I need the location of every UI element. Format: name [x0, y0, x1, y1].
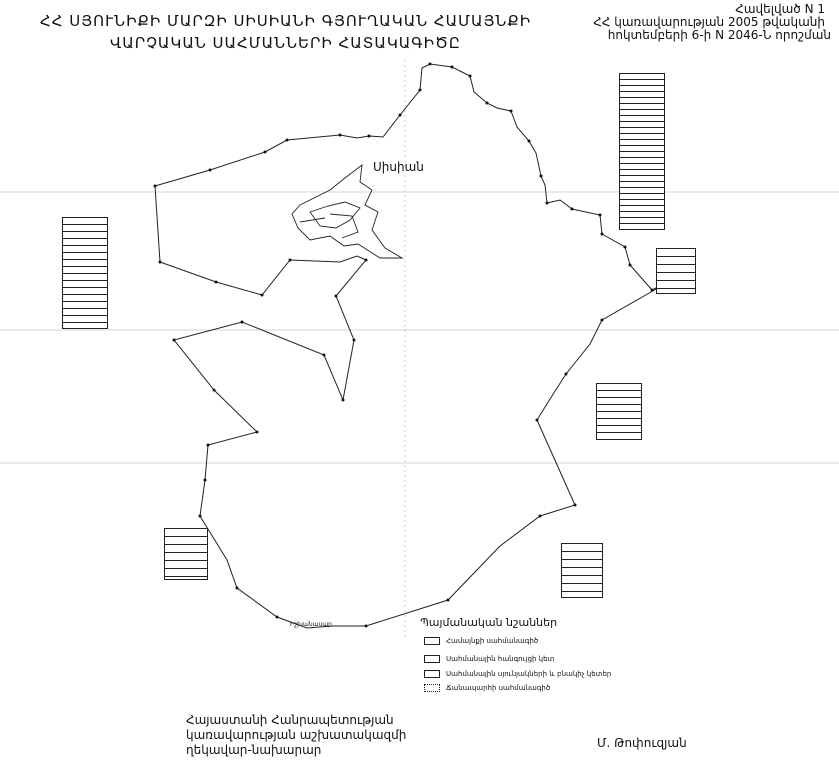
coordinate-table-west — [62, 217, 108, 329]
annex-line-3: հոկտեմբերի 6-ի N 2046-Ն որոշման — [607, 28, 831, 42]
signature-name: Մ. Թոփուզյան — [597, 736, 687, 750]
legend-item-label: Ճանապարհի սահմանագիծ — [446, 684, 551, 692]
coordinate-table-northeast — [619, 73, 665, 230]
bottom-place-label: Իշխանասար — [290, 621, 332, 628]
map-title-line-1: ՀՀ ՍՅՈՒՆԻՔԻ ՄԱՐԶԻ ՍԻՍԻԱՆԻ ԳՅՈՒՂԱԿԱՆ ՀԱՄԱ… — [40, 12, 532, 30]
coordinate-table-east — [656, 248, 696, 294]
city-label: Սիսիան — [373, 160, 424, 174]
map-title-line-2: ՎԱՐՉԱԿԱՆ ՍԱՀՄԱՆՆԵՐԻ ՀԱՏԱԿԱԳԻԾԸ — [110, 34, 461, 52]
legend-item-road: Ճանապարհի սահմանագիծ — [424, 684, 550, 692]
city-outline — [291, 163, 404, 259]
legend-item-label: Սահմանային սյունյակների և բնակիչ կետեր — [446, 670, 612, 678]
signature-line-1: Հայաստանի Հանրապետության — [186, 713, 394, 727]
coordinate-table-southeast — [561, 543, 603, 598]
legend-title: Պայմանական նշաններ — [420, 616, 558, 629]
legend-item-node: Սահմանային հանգույցի կետ — [424, 655, 554, 663]
coordinate-table-southwest — [164, 528, 208, 580]
legend-road-swatch — [424, 684, 440, 692]
annex-line-1: Հավելված N 1 — [735, 2, 825, 16]
signature-line-2: կառավարության աշխատակազմի — [186, 728, 407, 742]
coordinate-table-east-middle — [596, 383, 642, 440]
legend-item-boundary: Համայնքի սահմանագիծ — [424, 637, 538, 645]
signature-line-3: ղեկավար-նախարար — [186, 743, 322, 757]
map-grid — [0, 60, 839, 640]
legend-posts-swatch — [424, 670, 440, 678]
annex-line-2: ՀՀ կառավարության 2005 թվականի — [593, 15, 825, 29]
legend-item-posts: Սահմանային սյունյակների և բնակիչ կետեր — [424, 670, 611, 678]
legend-item-label: Սահմանային հանգույցի կետ — [446, 655, 555, 663]
legend-item-label: Համայնքի սահմանագիծ — [446, 637, 539, 645]
legend-boundary-swatch — [424, 637, 440, 645]
vertex-markers — [153, 62, 654, 628]
legend-node-swatch — [424, 655, 440, 663]
